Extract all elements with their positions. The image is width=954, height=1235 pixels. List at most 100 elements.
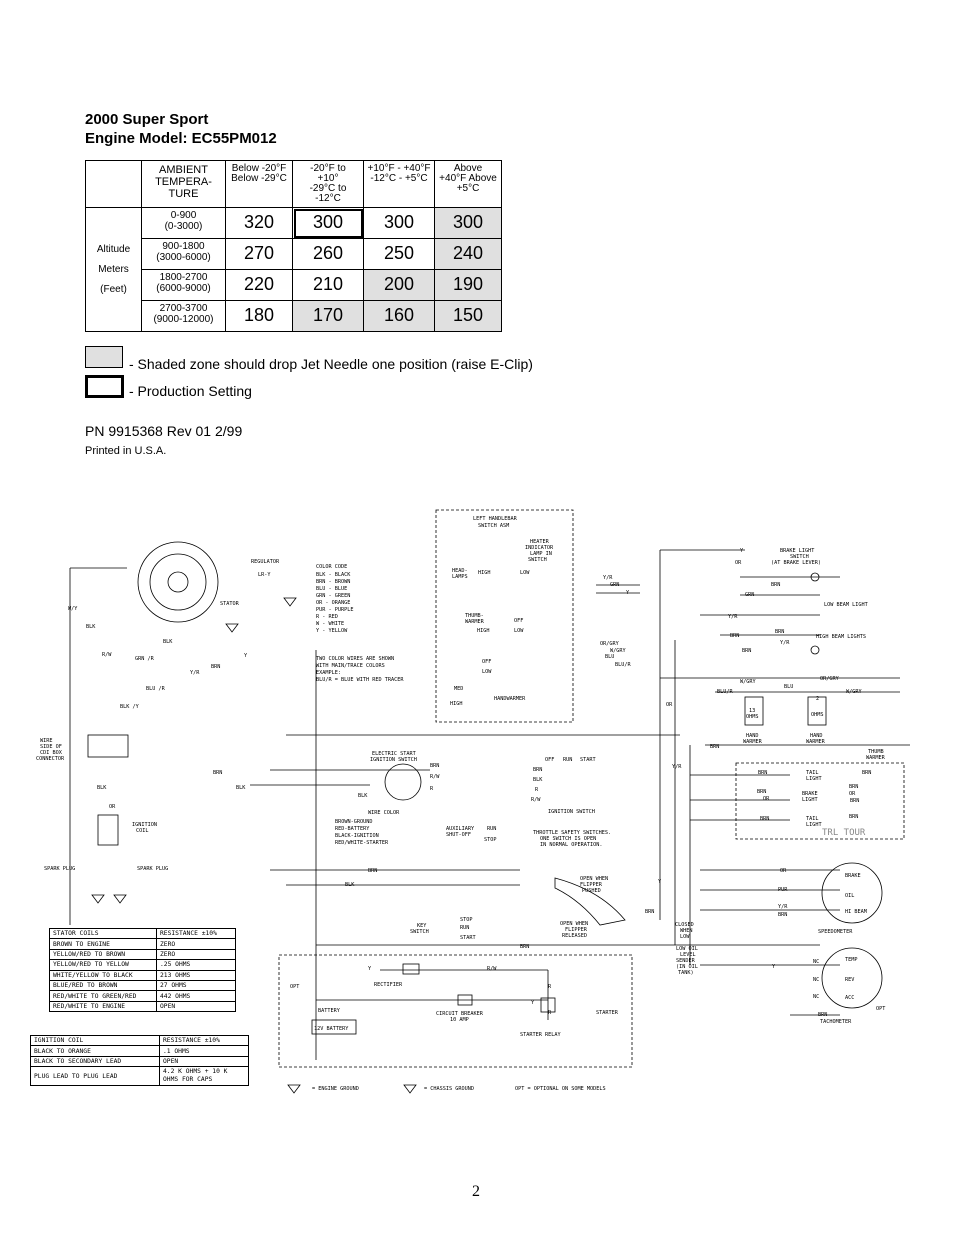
svg-text:HIGH: HIGH (478, 570, 491, 576)
page-title: 2000 Super Sport Engine Model: EC55PM012 (85, 110, 277, 148)
svg-text:LIGHT: LIGHT (802, 797, 818, 803)
svg-text:Y/R: Y/R (778, 904, 788, 910)
svg-text:Y: Y (244, 653, 248, 659)
svg-text:FLIPPER: FLIPPER (580, 882, 603, 888)
svg-text:LAMP IN: LAMP IN (530, 551, 552, 557)
svg-text:BRN: BRN (760, 816, 769, 822)
svg-text:IGNITION SWITCH: IGNITION SWITCH (370, 757, 417, 763)
svg-text:SIDE OF: SIDE OF (40, 744, 62, 750)
svg-text:LOW BEAM LIGHT: LOW BEAM LIGHT (824, 602, 868, 608)
svg-text:BRN: BRN (430, 763, 439, 769)
svg-text:CLOSED: CLOSED (675, 922, 694, 928)
regulator-label: REGULATOR (251, 559, 280, 565)
svg-text:INDICATOR: INDICATOR (525, 545, 554, 551)
svg-text:W - WHITE: W - WHITE (316, 621, 344, 627)
col-header-3: +10°F - +40°F -12°C - +5°C (363, 160, 435, 208)
svg-text:R/W: R/W (430, 774, 440, 780)
svg-text:OPEN WHEN: OPEN WHEN (580, 876, 608, 882)
svg-text:STOP: STOP (460, 917, 473, 923)
svg-text:10 AMP: 10 AMP (450, 1017, 469, 1023)
model-name: 2000 Super Sport (85, 111, 209, 128)
svg-text:STARTER RELAY: STARTER RELAY (520, 1032, 561, 1038)
table-cell-shaded: 200 (363, 269, 435, 301)
table-corner (85, 160, 142, 208)
svg-text:12V BATTERY: 12V BATTERY (314, 1026, 349, 1032)
svg-text:HEAD-: HEAD- (452, 568, 468, 574)
svg-text:WARMER: WARMER (465, 619, 485, 625)
svg-text:(IN OIL: (IN OIL (676, 964, 698, 970)
table-cell: 220 (225, 269, 293, 301)
printed-note: Printed in U.S.A. (85, 445, 167, 457)
svg-text:BLK: BLK (358, 793, 368, 799)
chassis-ground-legend: = CHASSIS GROUND (424, 1086, 474, 1092)
svg-text:BLU - BLUE: BLU - BLUE (316, 586, 347, 592)
svg-text:SPARK PLUG: SPARK PLUG (137, 866, 168, 872)
svg-text:LIGHT: LIGHT (806, 822, 822, 828)
jet-needle-table: AMBIENT TEMPERA- TURE Below -20°F Below … (85, 160, 502, 332)
svg-text:LAMPS: LAMPS (452, 574, 468, 580)
svg-text:STOP: STOP (484, 837, 497, 843)
svg-text:R: R (548, 984, 552, 990)
table-cell-shaded: 160 (363, 300, 435, 332)
svg-text:TAIL: TAIL (806, 770, 819, 776)
svg-text:ONE SWITCH IS OPEN: ONE SWITCH IS OPEN (540, 836, 596, 842)
svg-text:CDI BOX: CDI BOX (40, 750, 63, 756)
table-row: BLACK TO ORANGE.1 OHMS (30, 1045, 249, 1057)
svg-text:OFF: OFF (545, 757, 554, 763)
svg-text:Y/R: Y/R (728, 614, 738, 620)
svg-text:START: START (460, 935, 476, 941)
svg-text:BLK: BLK (86, 624, 96, 630)
svg-text:NC: NC (813, 977, 819, 983)
svg-text:BRN: BRN (849, 784, 858, 790)
engine-ground-legend: = ENGINE GROUND (312, 1086, 359, 1092)
svg-text:OFF: OFF (482, 659, 491, 665)
svg-text:LIGHT: LIGHT (806, 776, 822, 782)
svg-text:HIGH BEAM LIGHTS: HIGH BEAM LIGHTS (816, 634, 866, 640)
svg-text:BLU/R: BLU/R (717, 689, 733, 695)
shaded-legend-text: - Shaded zone should drop Jet Needle one… (129, 356, 533, 372)
svg-text:(AT BRAKE LEVER): (AT BRAKE LEVER) (771, 560, 821, 566)
svg-text:CIRCUIT BREAKER: CIRCUIT BREAKER (436, 1011, 484, 1017)
svg-text:WHEN: WHEN (680, 928, 693, 934)
svg-text:REV: REV (845, 977, 854, 983)
svg-text:LOW: LOW (514, 628, 524, 634)
svg-text:WITH MAIN/TRACE COLORS: WITH MAIN/TRACE COLORS (316, 663, 385, 669)
svg-text:GRN: GRN (610, 582, 619, 588)
svg-text:LOW: LOW (520, 570, 530, 576)
svg-text:13: 13 (749, 708, 755, 714)
svg-text:R - RED: R - RED (316, 614, 338, 620)
svg-text:BLU/R = BLUE WITH RED TRACER: BLU/R = BLUE WITH RED TRACER (316, 677, 404, 683)
svg-text:THROTTLE SAFETY SWITCHES.: THROTTLE SAFETY SWITCHES. (533, 830, 611, 836)
table-cell-shaded: 170 (292, 300, 364, 332)
svg-text:OPT: OPT (876, 1006, 885, 1012)
production-legend-swatch (85, 375, 124, 398)
svg-text:TWO COLOR WIRES ARE SHOWN: TWO COLOR WIRES ARE SHOWN (316, 656, 394, 662)
svg-text:WIRE COLOR: WIRE COLOR (368, 810, 400, 816)
svg-text:SWITCH ASM: SWITCH ASM (478, 523, 509, 529)
table-cell-shaded: 150 (434, 300, 502, 332)
svg-text:BRN: BRN (818, 1012, 827, 1018)
svg-text:Y - YELLOW: Y - YELLOW (316, 628, 348, 634)
svg-text:R/W: R/W (102, 652, 112, 658)
optional-box (278, 954, 633, 1068)
svg-text:AUXILIARY: AUXILIARY (446, 826, 475, 832)
svg-text:SHUT-OFF: SHUT-OFF (446, 832, 471, 838)
svg-text:BRN: BRN (368, 868, 377, 874)
stator-label: STATOR (220, 601, 240, 607)
svg-text:Y: Y (531, 1000, 535, 1006)
svg-text:BLU /R: BLU /R (146, 686, 166, 692)
svg-text:BRN: BRN (862, 770, 871, 776)
svg-text:BRN: BRN (771, 582, 780, 588)
altitude-range: 2700-3700(9000-12000) (141, 300, 226, 332)
svg-text:Y/R: Y/R (780, 640, 790, 646)
svg-text:Y/R: Y/R (672, 764, 682, 770)
engine-model: Engine Model: EC55PM012 (85, 130, 277, 147)
altitude-range: 900-1800(3000-6000) (141, 238, 226, 270)
table-cell: 250 (363, 238, 435, 270)
svg-text:TAIL: TAIL (806, 816, 819, 822)
svg-text:RECTIFIER: RECTIFIER (374, 982, 403, 988)
